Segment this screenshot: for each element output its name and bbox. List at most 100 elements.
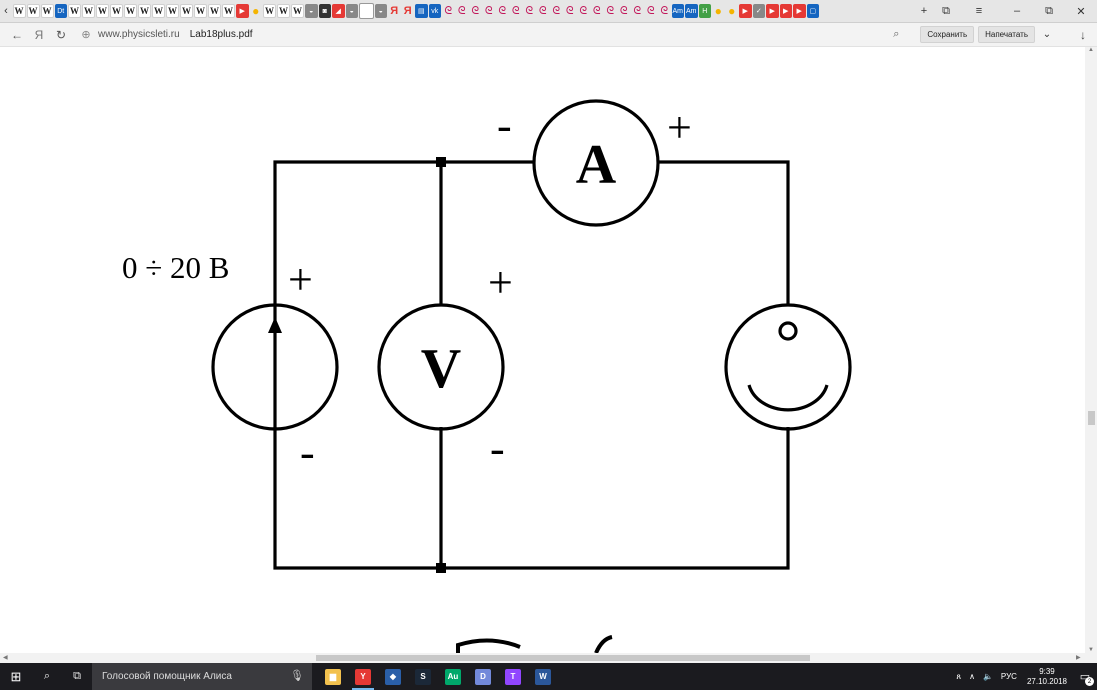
browser-tab[interactable]: W bbox=[222, 4, 235, 18]
browser-tab[interactable]: ◢ bbox=[332, 4, 345, 18]
browser-tab[interactable]: W bbox=[82, 4, 95, 18]
scroll-left-icon[interactable]: ◀ bbox=[3, 655, 8, 661]
browser-tab[interactable]: ᘓ bbox=[579, 4, 588, 17]
browser-tab[interactable]: ▢ bbox=[806, 4, 819, 18]
browser-tab[interactable]: ᘓ bbox=[646, 4, 655, 17]
find-icon[interactable]: ⌕ bbox=[893, 28, 900, 40]
browser-tab[interactable]: W bbox=[180, 4, 193, 18]
browser-tab[interactable]: ▶ bbox=[766, 4, 779, 18]
save-button[interactable]: Сохранить bbox=[920, 26, 975, 43]
browser-tab[interactable]: ✓ bbox=[752, 4, 765, 18]
browser-tab[interactable]: ● bbox=[714, 3, 722, 18]
scroll-up-icon[interactable]: ▲ bbox=[1088, 47, 1094, 53]
microphone-muted-icon[interactable]: 🎙 bbox=[290, 670, 304, 682]
reload-icon[interactable]: ↻ bbox=[55, 27, 67, 42]
taskbar-app-file-explorer[interactable]: ▆ bbox=[318, 663, 348, 690]
language-indicator[interactable]: РУС bbox=[1000, 672, 1017, 681]
search-icon[interactable]: ⌕ bbox=[43, 670, 51, 682]
browser-tab[interactable]: W bbox=[12, 4, 26, 18]
browser-tab[interactable]: ᘓ bbox=[619, 4, 628, 17]
browser-tab[interactable]: ◙ bbox=[359, 3, 374, 19]
browser-tab[interactable]: ᘓ bbox=[511, 4, 520, 17]
browser-tab[interactable]: ▶ bbox=[739, 4, 752, 18]
browser-tab[interactable]: Я bbox=[390, 5, 399, 17]
chevron-down-icon[interactable]: ⌄ bbox=[1042, 29, 1052, 40]
browser-tab[interactable]: W bbox=[263, 4, 276, 18]
browser-tab[interactable]: ᘓ bbox=[552, 4, 561, 17]
browser-tab[interactable]: ▤ bbox=[415, 4, 428, 18]
notification-icon[interactable]: ▭ 2 bbox=[1073, 663, 1097, 690]
browser-tab[interactable]: ᘓ bbox=[633, 4, 642, 17]
restore-tabs-icon[interactable]: ⧉ bbox=[942, 4, 950, 17]
browser-tab[interactable]: W bbox=[277, 4, 290, 18]
browser-tab[interactable]: ᘓ bbox=[565, 4, 574, 17]
browser-tab[interactable]: ᘓ bbox=[444, 4, 453, 17]
taskbar-app-yandex-browser[interactable]: Y bbox=[348, 663, 378, 690]
browser-tab[interactable]: W bbox=[208, 4, 221, 18]
taskbar-app-steam[interactable]: S bbox=[408, 663, 438, 690]
url-domain[interactable]: www.physicsleti.ru bbox=[98, 29, 180, 40]
browser-tab[interactable]: Am bbox=[685, 4, 698, 18]
browser-tab[interactable]: ᘓ bbox=[660, 4, 669, 17]
browser-tab[interactable]: ᘓ bbox=[498, 4, 507, 17]
browser-tab[interactable]: W bbox=[40, 4, 54, 18]
start-windows-icon[interactable]: ⊞ bbox=[10, 668, 22, 684]
volume-icon[interactable]: 🔈 bbox=[982, 672, 993, 681]
browser-tab[interactable]: Dt bbox=[54, 4, 67, 18]
close-button[interactable]: ✕ bbox=[1076, 5, 1086, 18]
download-icon[interactable]: ↓ bbox=[1080, 27, 1086, 42]
clock[interactable]: 9:39 27.10.2018 bbox=[1021, 667, 1073, 687]
browser-tab[interactable]: Я bbox=[403, 5, 412, 17]
taskbar-app-app-blue[interactable]: ◆ bbox=[378, 663, 408, 690]
minimize-button[interactable]: – bbox=[1013, 5, 1021, 17]
people-icon[interactable]: ጸ bbox=[956, 671, 962, 681]
scroll-down-icon[interactable]: ▼ bbox=[1088, 647, 1094, 653]
browser-tab[interactable]: ᘓ bbox=[606, 4, 615, 17]
taskbar-app-discord[interactable]: D bbox=[468, 663, 498, 690]
back-arrow-icon[interactable]: ← bbox=[11, 27, 23, 42]
browser-tab[interactable]: W bbox=[26, 4, 40, 18]
browser-tab[interactable]: ▶ bbox=[793, 4, 806, 18]
url-page-title[interactable]: Lab18plus.pdf bbox=[189, 29, 253, 40]
browser-tab[interactable]: W bbox=[110, 4, 123, 18]
browser-tab[interactable]: ᘓ bbox=[592, 4, 601, 17]
yandex-icon[interactable]: Я bbox=[34, 27, 44, 42]
alice-assistant-box[interactable]: Голосовой помощник Алиса 🎙 bbox=[92, 663, 312, 690]
scroll-right-icon[interactable]: ▶ bbox=[1076, 655, 1081, 661]
browser-tab[interactable]: ◙ bbox=[318, 4, 331, 18]
browser-tab[interactable]: H bbox=[698, 4, 711, 18]
browser-tab[interactable]: ᘓ bbox=[525, 4, 534, 17]
print-button[interactable]: Напечатать bbox=[978, 26, 1035, 43]
browser-tab[interactable]: ▶ bbox=[236, 4, 249, 18]
tabs-scroll-left-icon[interactable]: ‹ bbox=[4, 5, 8, 17]
browser-tab[interactable]: ● bbox=[728, 3, 736, 18]
browser-tab[interactable]: ᘓ bbox=[457, 4, 466, 17]
new-tab-button[interactable]: + bbox=[920, 5, 928, 17]
browser-tab[interactable]: ● bbox=[252, 3, 260, 18]
task-view-icon[interactable]: ⧉ bbox=[73, 670, 81, 682]
browser-tab[interactable]: ◒ bbox=[305, 4, 318, 18]
menu-icon[interactable]: ≡ bbox=[975, 5, 983, 17]
browser-tab[interactable]: W bbox=[194, 4, 207, 18]
browser-tab[interactable]: W bbox=[152, 4, 165, 18]
taskbar-app-twitch[interactable]: T bbox=[498, 663, 528, 690]
tray-expand-icon[interactable]: ∧ bbox=[969, 672, 975, 681]
browser-tab[interactable]: Am bbox=[671, 4, 684, 18]
horizontal-scroll-thumb[interactable] bbox=[316, 655, 810, 661]
browser-tab[interactable]: ◒ bbox=[345, 4, 358, 18]
browser-tab[interactable]: ◒ bbox=[374, 4, 387, 18]
browser-tab[interactable]: W bbox=[291, 4, 304, 18]
horizontal-scrollbar[interactable]: ◀ ▶ bbox=[0, 653, 1097, 663]
browser-tab[interactable]: ᘓ bbox=[538, 4, 547, 17]
browser-tab[interactable]: ᘓ bbox=[484, 4, 493, 17]
browser-tab[interactable]: W bbox=[138, 4, 151, 18]
browser-tab[interactable]: W bbox=[166, 4, 179, 18]
browser-tab[interactable]: W bbox=[96, 4, 109, 18]
browser-tab[interactable]: W bbox=[68, 4, 81, 18]
browser-tab[interactable]: vk bbox=[428, 4, 441, 18]
vertical-scrollbar[interactable]: ▲ ▼ bbox=[1085, 47, 1097, 653]
browser-tab[interactable]: ᘓ bbox=[471, 4, 480, 17]
vertical-scroll-thumb[interactable] bbox=[1088, 411, 1095, 425]
browser-tab[interactable]: W bbox=[124, 4, 137, 18]
browser-tab[interactable]: ▶ bbox=[779, 4, 792, 18]
